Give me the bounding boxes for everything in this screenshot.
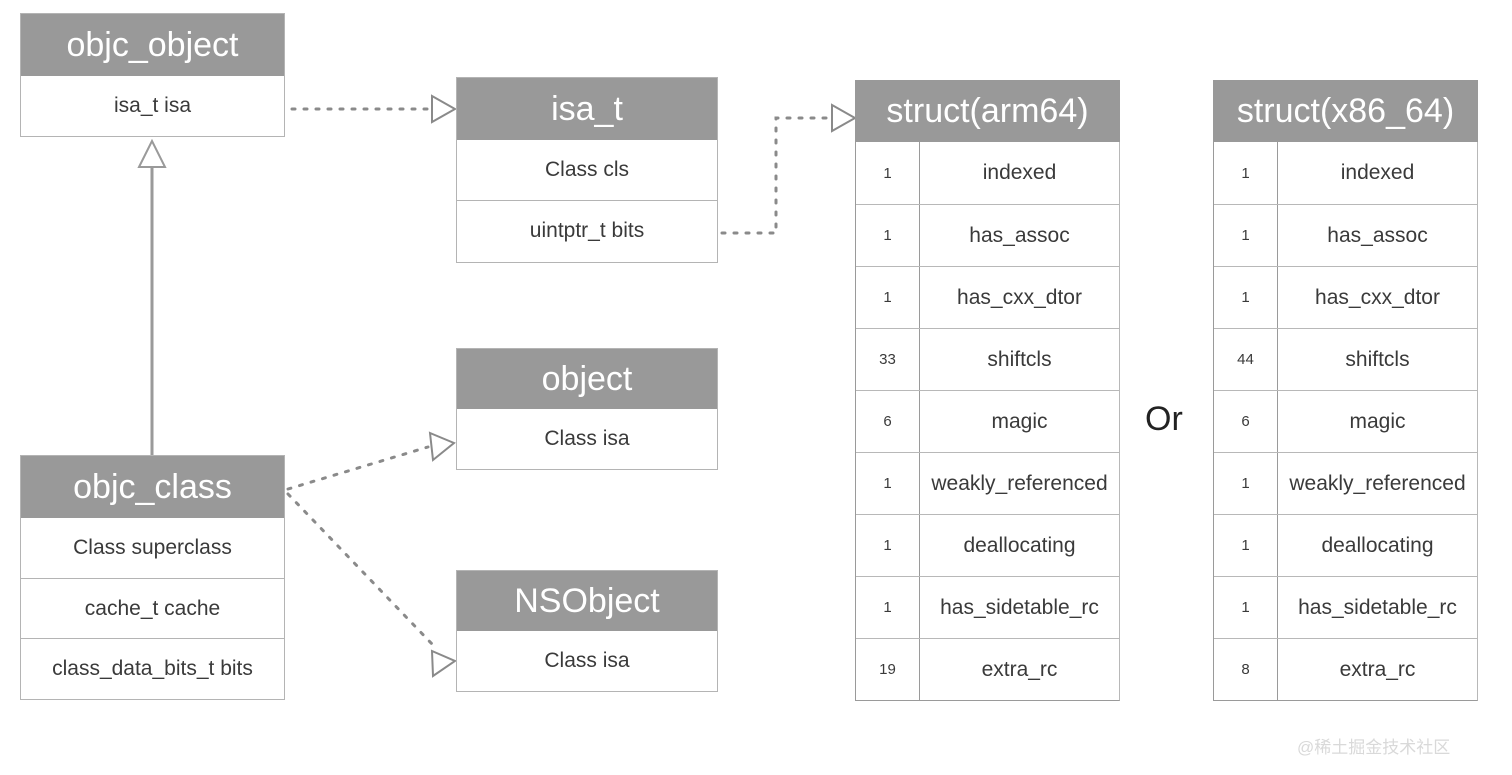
bits-count: 1 bbox=[1214, 453, 1278, 514]
class-box-nsobject-row-0: Class isa bbox=[457, 631, 717, 691]
watermark: @稀土掘金技术社区 bbox=[1297, 738, 1451, 757]
class-box-isa-t-row-0: Class cls bbox=[457, 140, 717, 200]
table-row[interactable]: 6 magic bbox=[856, 390, 1119, 452]
class-box-objc-class-row-2: class_data_bits_t bits bbox=[21, 638, 284, 698]
table-row[interactable]: 6 magic bbox=[1214, 390, 1477, 452]
bitfield-table-x86-64-title: struct(x86_64) bbox=[1213, 80, 1478, 142]
connector-objc_class-to-objc_object bbox=[137, 138, 167, 460]
bits-count: 1 bbox=[1214, 515, 1278, 576]
bits-field: has_assoc bbox=[1327, 223, 1428, 247]
bits-field: shiftcls bbox=[1345, 347, 1410, 371]
class-box-objc-class[interactable]: objc_class Class superclass cache_t cach… bbox=[20, 455, 285, 700]
class-box-isa-t-row-1: uintptr_t bits bbox=[457, 200, 717, 260]
class-box-object-row-0: Class isa bbox=[457, 409, 717, 469]
class-box-objc-class-title: objc_class bbox=[21, 456, 284, 518]
class-box-nsobject[interactable]: NSObject Class isa bbox=[456, 570, 718, 692]
bits-field: extra_rc bbox=[981, 657, 1058, 681]
bits-field: weakly_referenced bbox=[931, 471, 1108, 495]
table-row[interactable]: 1 indexed bbox=[856, 142, 1119, 204]
table-row[interactable]: 44 shiftcls bbox=[1214, 328, 1477, 390]
class-box-object-title: object bbox=[457, 349, 717, 409]
bits-count: 8 bbox=[1214, 639, 1278, 700]
or-label: Or bbox=[1145, 400, 1183, 438]
table-row[interactable]: 1 has_assoc bbox=[856, 204, 1119, 266]
table-row[interactable]: 19 extra_rc bbox=[856, 638, 1119, 700]
class-box-objc-class-row-0: Class superclass bbox=[21, 518, 284, 578]
bits-field: indexed bbox=[982, 161, 1057, 184]
class-box-isa-t-title: isa_t bbox=[457, 78, 717, 140]
class-box-isa-t[interactable]: isa_t Class cls uintptr_t bits bbox=[456, 77, 718, 263]
bits-count: 1 bbox=[1214, 267, 1278, 328]
class-box-objc-object-row-0: isa_t isa bbox=[21, 76, 284, 136]
table-row[interactable]: 1 deallocating bbox=[856, 514, 1119, 576]
bits-count: 1 bbox=[1214, 142, 1278, 204]
bits-count: 1 bbox=[856, 142, 920, 204]
bits-count: 44 bbox=[1214, 329, 1278, 390]
table-row[interactable]: 1 deallocating bbox=[1214, 514, 1477, 576]
bits-count: 6 bbox=[856, 391, 920, 452]
class-box-object[interactable]: object Class isa bbox=[456, 348, 718, 470]
connector-objc_class-to-object bbox=[286, 431, 456, 491]
connector-isa_t-to-struct-arm64 bbox=[720, 103, 858, 235]
bits-count: 1 bbox=[1214, 205, 1278, 266]
table-row[interactable]: 1 indexed bbox=[1214, 142, 1477, 204]
table-row[interactable]: 1 has_sidetable_rc bbox=[856, 576, 1119, 638]
bits-field: deallocating bbox=[1321, 533, 1434, 557]
bits-field: extra_rc bbox=[1339, 657, 1416, 681]
bits-count: 1 bbox=[856, 515, 920, 576]
bitfield-table-arm64[interactable]: struct(arm64) 1 indexed 1 has_assoc 1 ha… bbox=[855, 80, 1120, 701]
bitfield-table-x86-64[interactable]: struct(x86_64) 1 indexed 1 has_assoc 1 h… bbox=[1213, 80, 1478, 701]
table-row[interactable]: 1 weakly_referenced bbox=[856, 452, 1119, 514]
bits-field: has_assoc bbox=[969, 223, 1070, 247]
bits-field: deallocating bbox=[963, 533, 1076, 557]
table-row[interactable]: 1 has_cxx_dtor bbox=[856, 266, 1119, 328]
class-box-objc-class-row-1: cache_t cache bbox=[21, 578, 284, 638]
bits-field: has_sidetable_rc bbox=[1298, 595, 1457, 619]
bitfield-table-x86-64-body: 1 indexed 1 has_assoc 1 has_cxx_dtor 44 … bbox=[1213, 142, 1478, 701]
class-box-objc-object-title: objc_object bbox=[21, 14, 284, 76]
bits-count: 1 bbox=[1214, 577, 1278, 638]
bits-field: has_cxx_dtor bbox=[1315, 285, 1440, 309]
bits-field: magic bbox=[1349, 409, 1406, 433]
bitfield-table-arm64-body: 1 indexed 1 has_assoc 1 has_cxx_dtor 33 … bbox=[855, 142, 1120, 701]
table-row[interactable]: 1 has_sidetable_rc bbox=[1214, 576, 1477, 638]
bits-field: has_sidetable_rc bbox=[940, 595, 1099, 619]
class-box-nsobject-title: NSObject bbox=[457, 571, 717, 631]
bits-count: 19 bbox=[856, 639, 920, 700]
table-row[interactable]: 1 has_assoc bbox=[1214, 204, 1477, 266]
connector-objc_class-to-nsobject bbox=[286, 492, 458, 678]
bits-field: shiftcls bbox=[987, 347, 1052, 371]
table-row[interactable]: 1 weakly_referenced bbox=[1214, 452, 1477, 514]
bitfield-table-arm64-title: struct(arm64) bbox=[855, 80, 1120, 142]
bits-count: 1 bbox=[856, 577, 920, 638]
class-box-objc-object[interactable]: objc_object isa_t isa bbox=[20, 13, 285, 137]
bits-field: weakly_referenced bbox=[1289, 471, 1466, 495]
bits-count: 33 bbox=[856, 329, 920, 390]
table-row[interactable]: 1 has_cxx_dtor bbox=[1214, 266, 1477, 328]
bits-count: 1 bbox=[856, 453, 920, 514]
connector-objc_object-to-isa_t bbox=[290, 94, 458, 124]
table-row[interactable]: 8 extra_rc bbox=[1214, 638, 1477, 700]
bits-field: indexed bbox=[1340, 161, 1415, 184]
bits-count: 1 bbox=[856, 267, 920, 328]
bits-field: magic bbox=[991, 409, 1048, 433]
bits-count: 1 bbox=[856, 205, 920, 266]
table-row[interactable]: 33 shiftcls bbox=[856, 328, 1119, 390]
bits-field: has_cxx_dtor bbox=[957, 285, 1082, 309]
bits-count: 6 bbox=[1214, 391, 1278, 452]
